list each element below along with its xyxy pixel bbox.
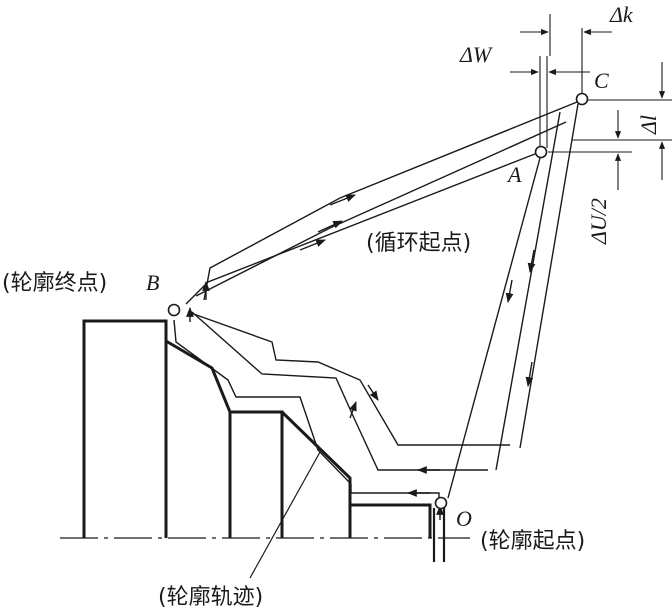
pass-line-3 xyxy=(447,157,541,499)
arrow-lower xyxy=(299,239,326,251)
label-cycle-start: (循环起点) xyxy=(366,231,471,256)
arrow-mid xyxy=(317,220,343,233)
pass-line-1 xyxy=(519,103,579,449)
label-delta-l: Δl xyxy=(636,115,661,135)
arrow-pass-1 xyxy=(525,361,534,387)
arrow-step-1 xyxy=(367,384,379,401)
roughing-path-inner xyxy=(191,311,488,471)
arrow-upper xyxy=(329,194,356,206)
contour-track-pointer xyxy=(249,451,321,579)
cycle-line-mid xyxy=(195,121,567,297)
dim-delta-k xyxy=(520,14,612,94)
cycle-line-lower xyxy=(185,151,541,305)
point-o-marker xyxy=(434,496,448,510)
arrow-pass-3 xyxy=(527,249,536,273)
roughing-return-path xyxy=(187,311,510,446)
point-b-marker xyxy=(167,303,181,317)
pass-line-2 xyxy=(495,111,561,471)
point-a-marker xyxy=(534,145,548,159)
label-point-b: B xyxy=(146,270,159,295)
label-delta-w: ΔW xyxy=(459,42,493,67)
dim-delta-l xyxy=(572,62,672,180)
contour-track-line xyxy=(173,319,440,505)
label-point-a: A xyxy=(506,162,522,187)
dim-delta-w xyxy=(510,56,590,148)
points xyxy=(167,92,589,510)
label-contour-start: (轮廓起点) xyxy=(480,529,585,554)
arrow-pass-2 xyxy=(505,279,514,303)
arrow-step-2 xyxy=(349,401,357,419)
label-contour-track: (轮廓轨迹) xyxy=(158,585,263,610)
label-point-c: C xyxy=(594,68,609,93)
dim-delta-u2 xyxy=(548,110,632,190)
label-delta-k: Δk xyxy=(609,2,634,27)
label-contour-end: (轮廓终点) xyxy=(2,271,107,296)
workpiece xyxy=(82,319,432,538)
label-point-o: O xyxy=(456,506,472,531)
label-delta-u2: ΔU/2 xyxy=(586,198,611,245)
point-c-marker xyxy=(575,92,589,106)
